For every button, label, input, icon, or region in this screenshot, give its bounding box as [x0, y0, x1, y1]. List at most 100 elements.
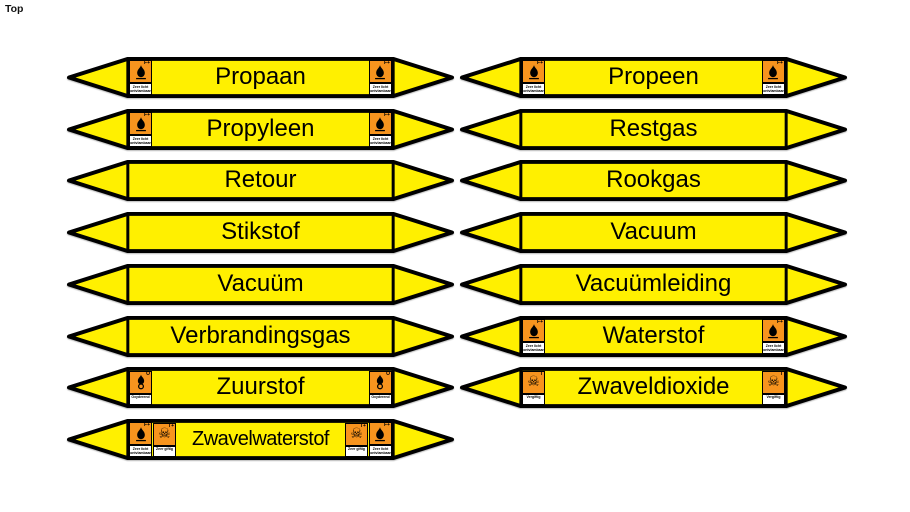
pipe-marker-label-propyleen[interactable]: F+ Zeer licht ontvlambaar Propyleen F+ Z… [66, 107, 455, 152]
pipe-marker-label-stikstof[interactable]: Stikstof [66, 210, 455, 255]
hazard-code: F+ [384, 422, 390, 429]
label-content: Restgas [522, 111, 785, 149]
hazard-caption: Oxyderend [129, 393, 153, 405]
pipe-label-text: Vacuüm [217, 271, 304, 297]
hazard-code: T [539, 370, 544, 377]
hazard-icons-right: T ☠ Vergiftig [761, 370, 785, 405]
pipe-marker-label-vacuümleiding[interactable]: Vacuümleiding [459, 262, 848, 307]
flame-icon [527, 64, 541, 80]
hazard-pictogram-square: F+ [761, 319, 785, 343]
pipe-marker-label-zwavelwaterstof[interactable]: F+ Zeer licht ontvlambaar T+ ☠ Zeer gift… [66, 417, 455, 462]
hazard-code: F+ [144, 422, 151, 429]
flame-icon [766, 64, 780, 80]
pipe-label-text: Retour [224, 167, 297, 193]
hazard-caption: Zeer licht ontvlambaar [368, 445, 392, 457]
pipe-marker-label-rookgas[interactable]: Rookgas [459, 158, 848, 203]
label-content: F+ Zeer licht ontvlambaar Propyleen F+ Z… [129, 111, 392, 149]
hazard-caption: Zeer licht ontvlambaar [761, 83, 785, 95]
hazard-pictogram-square: F+ [761, 60, 785, 84]
flame-icon [373, 64, 387, 80]
hazard-icons-left: F+ Zeer licht ontvlambaar T+ ☠ Zeer gift… [129, 422, 177, 457]
pipe-label-text: Vacuümleiding [575, 271, 732, 297]
hazard-code: O [146, 370, 151, 377]
label-content: Vacuüm [129, 266, 392, 304]
pipe-marker-label-zuurstof[interactable]: O Oxyderend Zuurstof O Oxyderend [66, 365, 455, 410]
double-arrow-shape [66, 366, 455, 409]
hazard-code: F+ [777, 319, 783, 326]
double-arrow-shape [66, 108, 455, 151]
pipe-marker-label-retour[interactable]: Retour [66, 158, 455, 203]
pipe-label-text: Waterstof [602, 323, 705, 349]
double-arrow-shape [66, 56, 455, 99]
hazard-icon: F+ Zeer licht ontvlambaar [129, 60, 153, 95]
label-content: F+ Zeer licht ontvlambaar Propaan F+ Zee… [129, 59, 392, 97]
pipe-label-text: Vacuum [610, 219, 697, 245]
hazard-icons-left: F+ Zeer licht ontvlambaar [129, 60, 153, 95]
pipe-label-text: Verbrandingsgas [170, 323, 351, 349]
hazard-icon: T+ ☠ Zeer giftig [344, 422, 368, 457]
hazard-icons-left: T ☠ Vergiftig [522, 370, 546, 405]
hazard-caption: Zeer licht ontvlambaar [129, 83, 153, 95]
pipe-label-text: Propeen [608, 64, 699, 90]
hazard-pictogram-square: F+ [129, 422, 153, 446]
hazard-caption: Zeer licht ontvlambaar [522, 83, 546, 95]
pipe-marker-label-zwaveldioxide[interactable]: T ☠ Vergiftig Zwaveldioxide T ☠ Vergifti… [459, 365, 848, 410]
label-content: Verbrandingsgas [129, 318, 392, 356]
double-arrow-shape [66, 211, 455, 254]
hazard-code: T+ [168, 422, 175, 429]
hazard-pictogram-square: O [368, 370, 392, 394]
pipe-marker-label-verbrandingsgas[interactable]: Verbrandingsgas [66, 314, 455, 359]
double-arrow-shape [459, 56, 848, 99]
hazard-icons-right: F+ Zeer licht ontvlambaar [761, 319, 785, 354]
hazard-code: O [386, 370, 390, 377]
label-content: F+ Zeer licht ontvlambaar T+ ☠ Zeer gift… [129, 421, 392, 459]
hazard-code: F+ [777, 60, 783, 67]
double-arrow-shape [66, 263, 455, 306]
hazard-pictogram-square: F+ [129, 60, 153, 84]
hazard-icons-right: F+ Zeer licht ontvlambaar [368, 60, 392, 95]
hazard-icon: F+ Zeer licht ontvlambaar [368, 60, 392, 95]
double-arrow-shape [459, 108, 848, 151]
label-content: Rookgas [522, 162, 785, 200]
hazard-pictogram-square: F+ [368, 422, 392, 446]
hazard-caption: Zeer licht ontvlambaar [368, 135, 392, 147]
pipe-marker-label-vacuüm[interactable]: Vacuüm [66, 262, 455, 307]
double-arrow-shape [459, 159, 848, 202]
hazard-pictogram-square: O [129, 370, 153, 394]
hazard-icons-right: O Oxyderend [368, 370, 392, 405]
double-arrow-shape [66, 315, 455, 358]
label-content: F+ Zeer licht ontvlambaar Propeen F+ Zee… [522, 59, 785, 97]
hazard-icon: F+ Zeer licht ontvlambaar [522, 60, 546, 95]
hazard-pictogram-square: T ☠ [761, 370, 785, 394]
hazard-icon: O Oxyderend [129, 370, 153, 405]
hazard-pictogram-square: F+ [522, 319, 546, 343]
hazard-pictogram-square: T+ ☠ [344, 422, 368, 446]
pipe-label-text: Restgas [609, 116, 698, 142]
label-content: Vacuum [522, 214, 785, 252]
hazard-caption: Vergiftig [522, 393, 546, 405]
flame-icon [766, 323, 780, 339]
pipe-label-text: Propaan [215, 64, 306, 90]
double-arrow-shape [459, 211, 848, 254]
double-arrow-shape [459, 366, 848, 409]
pipe-marker-label-restgas[interactable]: Restgas [459, 107, 848, 152]
hazard-pictogram-square: F+ [368, 60, 392, 84]
pipe-marker-label-propaan[interactable]: F+ Zeer licht ontvlambaar Propaan F+ Zee… [66, 55, 455, 100]
hazard-caption: Vergiftig [761, 393, 785, 405]
hazard-icons-left: O Oxyderend [129, 370, 153, 405]
pipe-marker-label-vacuum[interactable]: Vacuum [459, 210, 848, 255]
flame-icon [373, 426, 387, 442]
pipe-label-text: Zwaveldioxide [577, 374, 730, 400]
label-content: O Oxyderend Zuurstof O Oxyderend [129, 369, 392, 407]
hazard-icon: O Oxyderend [368, 370, 392, 405]
viewport-top-label: Top [5, 3, 24, 15]
oxidizer-icon [134, 374, 148, 390]
label-content: T ☠ Vergiftig Zwaveldioxide T ☠ Vergifti… [522, 369, 785, 407]
hazard-code: F+ [537, 60, 544, 67]
pipe-marker-label-propeen[interactable]: F+ Zeer licht ontvlambaar Propeen F+ Zee… [459, 55, 848, 100]
hazard-caption: Zeer licht ontvlambaar [761, 342, 785, 354]
hazard-icon: F+ Zeer licht ontvlambaar [761, 60, 785, 95]
pipe-label-text: Zwavelwaterstof [192, 428, 329, 450]
pipe-marker-label-waterstof[interactable]: F+ Zeer licht ontvlambaar Waterstof F+ Z… [459, 314, 848, 359]
